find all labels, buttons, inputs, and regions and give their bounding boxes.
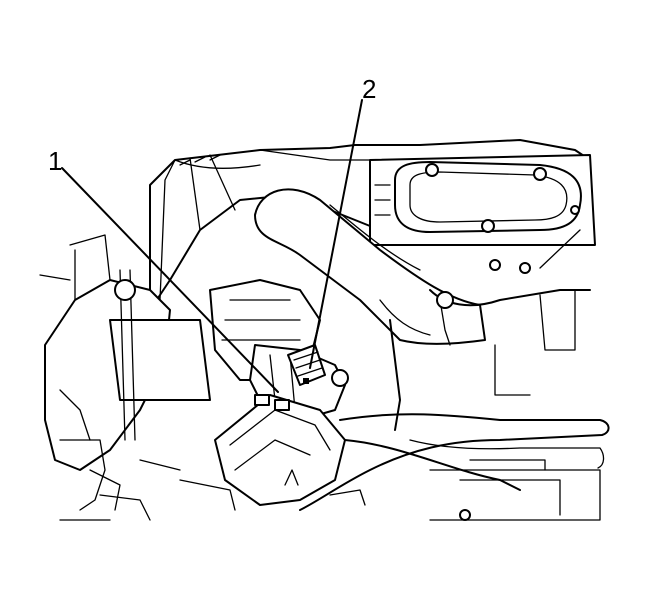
air-intake-duct <box>254 188 486 345</box>
callout-1-label: 1 <box>48 146 62 176</box>
callout-2-label: 2 <box>362 74 376 104</box>
lower-frame <box>59 459 601 521</box>
engine-block-left <box>39 234 211 511</box>
callout-1-leader <box>61 167 279 393</box>
callout-2-leader <box>309 99 363 369</box>
valve-cover <box>369 154 596 246</box>
electrical-connector <box>287 344 326 386</box>
control-module <box>214 394 346 506</box>
wiring-harness <box>299 229 610 511</box>
